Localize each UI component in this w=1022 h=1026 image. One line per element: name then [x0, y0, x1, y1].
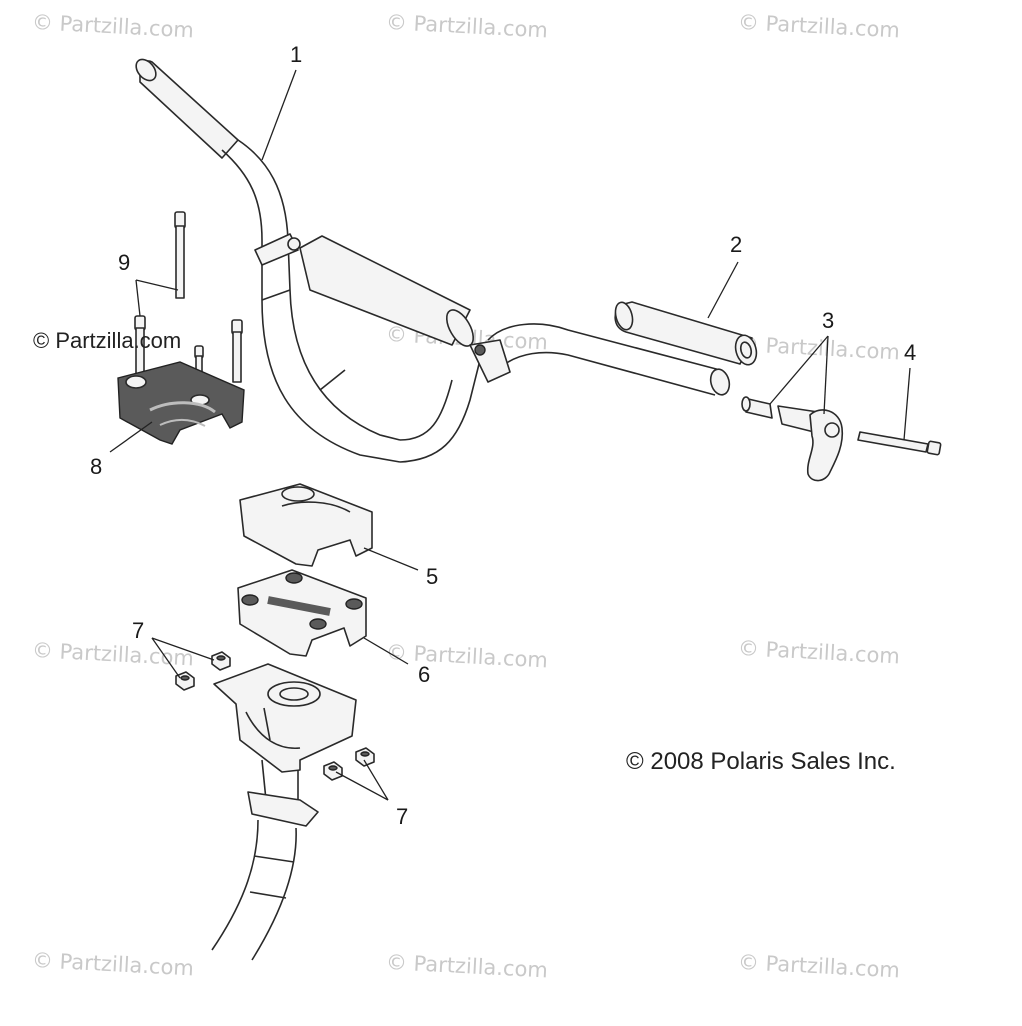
handlebar-lower-right-outer [399, 359, 481, 463]
callout-7-upper: 7 [132, 618, 145, 643]
handlebar-left-outer [221, 149, 401, 463]
partzilla-logo: © Partzilla.com [33, 328, 182, 353]
callout-6: 6 [418, 662, 431, 687]
left-grip-end [135, 58, 157, 82]
left-clamp [254, 233, 301, 266]
copyright-notice: © 2008 Polaris Sales Inc. [626, 748, 896, 775]
callout-1: 1 [290, 42, 303, 67]
leader-lines [109, 69, 911, 801]
callout-5: 5 [426, 564, 439, 589]
grip[interactable] [613, 300, 760, 367]
nut[interactable] [355, 747, 375, 767]
crossbar-pad [299, 235, 471, 346]
upper-handlebar-clamp[interactable] [117, 361, 245, 445]
handlebar-right-inner [499, 351, 716, 396]
clamp-bolts[interactable] [134, 211, 243, 383]
callout-8: 8 [90, 454, 103, 479]
throttle-assembly[interactable] [741, 396, 844, 482]
clamp-base[interactable] [237, 569, 367, 657]
right-clamp [469, 339, 511, 383]
nut[interactable] [211, 651, 231, 671]
throttle-sleeve-end [741, 396, 751, 412]
handlebar-right-outer [487, 323, 721, 371]
band [261, 289, 291, 301]
handlebar[interactable] [132, 56, 732, 463]
handlebar-right-end [709, 368, 731, 396]
steering-post-mount [211, 663, 357, 961]
nut[interactable] [323, 761, 343, 781]
throttle-bolt[interactable] [857, 431, 942, 456]
handlebar-lower-right-inner [399, 379, 453, 441]
callout-2: 2 [730, 232, 743, 257]
callout-9: 9 [118, 250, 131, 275]
handlebar-clamp[interactable] [239, 483, 373, 567]
throttle-pivot [824, 422, 840, 438]
band [319, 369, 346, 391]
throttle-lever [806, 409, 844, 482]
nut[interactable] [175, 671, 195, 691]
callout-7-lower: 7 [396, 804, 409, 829]
callout-3: 3 [822, 308, 835, 333]
callout-4: 4 [904, 340, 917, 365]
